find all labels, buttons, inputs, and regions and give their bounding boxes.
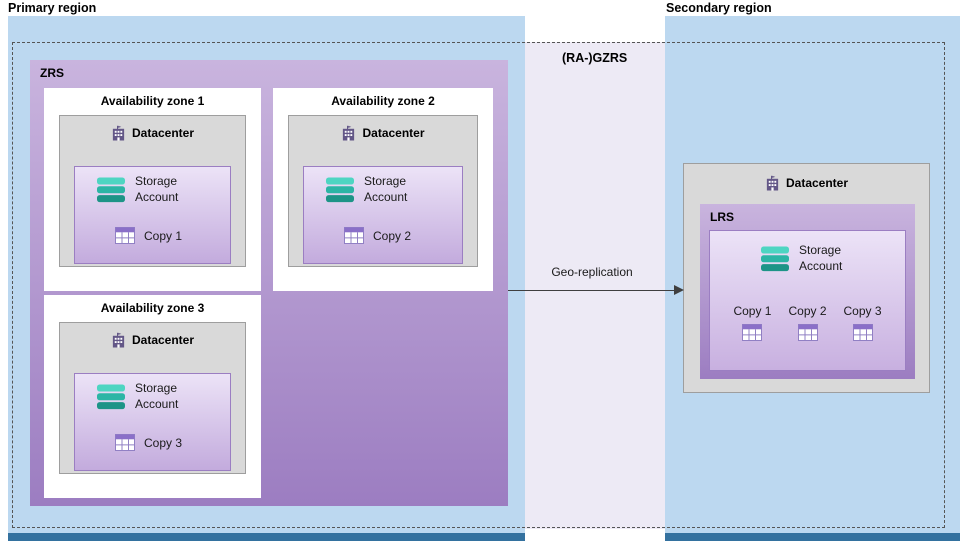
datacenter-header: Datacenter [289,125,477,141]
gzrs-label: (RA-)GZRS [562,51,628,65]
copy-label: Copy 1 [733,304,772,319]
copy-icon [344,227,364,245]
storage-account-icon [97,177,125,202]
datacenter-header: Datacenter [684,175,929,191]
gzrs-region-fill [525,42,665,529]
copy-label: Copy 2 [373,228,412,243]
datacenter-box: Datacenter Storage Account Copy 1 [59,115,246,267]
geo-replication-arrow [508,290,676,291]
datacenter-box: Datacenter Storage Account Copy 2 [288,115,478,267]
storage-account-box: Storage Account Copy 3 [74,373,231,471]
datacenter-icon [343,125,355,141]
zrs-box: ZRS Availability zone 1 Datacenter Stora… [30,60,508,506]
copies-row: Copy 1 Copy 2 Copy 3 [710,304,905,342]
geo-replication-arrowhead [674,285,684,295]
geo-replication-label: Geo-replication [551,265,633,279]
copy-label: Copy 3 [144,435,183,450]
storage-account-label: Storage Account [135,174,179,204]
copy-icon [115,227,135,245]
secondary-datacenter-box: Datacenter LRS Storage Account Copy 1 Co… [683,163,930,393]
availability-zone-2: Availability zone 2 Datacenter Storage A… [273,88,493,291]
lrs-storage-box: Storage Account Copy 1 Copy 2 Copy 3 [709,230,906,371]
secondary-region-label: Secondary region [666,1,772,15]
copy-item: Copy 2 [788,304,827,342]
zone-title: Availability zone 3 [100,301,205,315]
availability-zone-3: Availability zone 3 Datacenter Storage A… [44,295,261,498]
storage-account-box: Storage Account Copy 1 [74,166,231,264]
storage-account-label: Storage Account [364,174,408,204]
copy-icon [797,324,818,342]
primary-region-label: Primary region [8,1,97,15]
lrs-label: LRS [710,210,734,224]
copy-label: Copy 2 [788,304,827,319]
datacenter-icon [112,332,125,348]
datacenter-icon [112,125,125,141]
datacenter-label: Datacenter [131,126,195,140]
copy-item: Copy 1 [733,304,772,342]
lrs-box: LRS Storage Account Copy 1 Copy 2 [700,204,915,379]
datacenter-header: Datacenter [60,332,245,348]
datacenter-label: Datacenter [362,126,425,140]
copy-icon [852,324,873,342]
storage-account-box: Storage Account Copy 2 [303,166,463,264]
availability-zone-1: Availability zone 1 Datacenter Storage A… [44,88,261,291]
copy-icon [742,324,763,342]
zrs-label: ZRS [40,66,64,80]
storage-account-icon [97,384,125,409]
storage-account-label: Storage Account [799,243,843,273]
copy-icon [115,434,135,452]
datacenter-box: Datacenter Storage Account Copy 3 [59,322,246,474]
storage-account-label: Storage Account [135,381,179,411]
zone-title: Availability zone 2 [331,94,435,108]
storage-account-icon [761,246,789,271]
datacenter-icon [766,175,779,191]
zone-title: Availability zone 1 [100,94,205,108]
datacenter-header: Datacenter [60,125,245,141]
storage-account-icon [326,177,354,202]
datacenter-label: Datacenter [131,333,195,347]
datacenter-label: Datacenter [785,176,849,190]
copy-label: Copy 3 [843,304,882,319]
copy-item: Copy 3 [843,304,882,342]
copy-label: Copy 1 [144,228,183,243]
